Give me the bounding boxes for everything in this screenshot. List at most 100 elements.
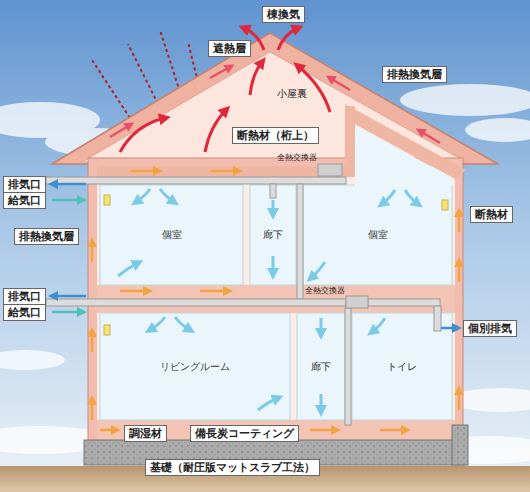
air-arrow: [405, 190, 418, 204]
part-label: 全熱交換器: [304, 286, 346, 296]
heat-exchanger: [346, 296, 368, 308]
duct: [270, 184, 276, 198]
duct: [345, 308, 351, 425]
wall-arrow: [91, 400, 94, 420]
roof-arrow: [210, 67, 230, 78]
room-box: 廊下: [297, 313, 345, 420]
callout-label: 断熱材: [470, 206, 513, 223]
callout-label: 断熱材（桁上）: [232, 127, 319, 144]
callout-label: 排熱換気層: [14, 228, 79, 245]
room-name: 個室: [162, 229, 182, 241]
heat-ray: [128, 44, 158, 104]
heat-ray: [188, 42, 198, 82]
wall-arrow: [91, 332, 94, 352]
callout-label: 備長炭コーティング: [190, 425, 299, 442]
air-arrow: [136, 189, 150, 202]
roof-arrow: [330, 78, 350, 90]
wall-air-arrows: [92, 171, 459, 430]
duct: [368, 299, 440, 306]
room-name: 個室: [368, 229, 388, 241]
air-arrow: [372, 318, 385, 332]
room-box: 個室: [303, 185, 452, 285]
callout-label: 棟換気: [262, 6, 305, 23]
air-arrow: [150, 317, 165, 330]
air-arrow: [272, 256, 275, 274]
room-fill: [100, 313, 290, 420]
supply-arrow: [52, 199, 82, 202]
wall-arrow: [120, 290, 148, 293]
air-arrow: [272, 200, 275, 214]
callout-label: 個別排気: [463, 320, 517, 337]
attic-air-arrows: [120, 28, 330, 152]
heat-ray: [92, 60, 130, 118]
air-arrow: [118, 263, 138, 276]
air-arrow: [320, 394, 323, 411]
room-box: トイレ: [352, 313, 452, 420]
foundation-footing: [452, 425, 468, 465]
ducts: [46, 164, 441, 425]
room-air-arrows: [118, 189, 418, 411]
room-name: トイレ: [387, 361, 417, 373]
callout-label: 給気口: [3, 192, 46, 209]
callout-label: 給気口: [3, 304, 46, 321]
exhaust-arrow: [441, 327, 457, 330]
exhaust-arrow: [53, 295, 86, 298]
room-box: リビングルーム: [100, 313, 290, 420]
callout-label: 遮熱層: [208, 40, 251, 57]
part-label: 全熱交換器: [276, 153, 318, 163]
wall-arrow: [458, 390, 461, 410]
heat-exchanger: [318, 164, 342, 176]
vents: [104, 195, 448, 335]
attic-arrow: [205, 110, 226, 152]
air-arrow: [382, 190, 395, 204]
part-label: 小屋裏: [276, 88, 308, 100]
air-arrow: [311, 262, 325, 278]
room-name: 廊下: [311, 361, 331, 373]
room-fill: [100, 185, 243, 285]
callout-label: 調湿材: [124, 425, 167, 442]
air-arrow: [258, 398, 278, 410]
room-fill: [250, 185, 296, 285]
outer-wall: [88, 158, 463, 458]
wall-arrow: [210, 170, 238, 173]
wall-arrow: [100, 429, 116, 432]
roof-arrow: [110, 125, 130, 137]
room-name: リビングルーム: [160, 361, 230, 373]
roof-arrow: [420, 131, 440, 143]
air-arrow: [320, 318, 323, 334]
callout-label: 排気口: [3, 176, 46, 193]
duct: [46, 299, 346, 306]
vent: [104, 325, 110, 335]
roof: [52, 33, 498, 164]
supply-arrow: [52, 311, 82, 314]
attic-arrow: [120, 118, 165, 152]
cloud: [0, 350, 65, 370]
ridge-arrow: [278, 28, 298, 50]
vent: [104, 195, 110, 205]
callout-label: 基礎（耐圧版マットスラブ工法）: [145, 459, 320, 476]
callout-label: 排気口: [3, 288, 46, 305]
cloud: [465, 118, 530, 142]
room-name: 廊下: [263, 229, 283, 241]
callout-label: 排熱換気層: [382, 66, 447, 83]
room-box: 個室: [100, 185, 243, 285]
wall-arrow: [380, 429, 406, 432]
room-fill: [355, 125, 452, 186]
wall-arrow: [310, 429, 336, 432]
duct: [46, 177, 346, 184]
room-box: 廊下: [250, 185, 296, 285]
vent: [442, 200, 448, 210]
room-fill: [297, 313, 345, 420]
duct: [434, 306, 441, 331]
wall-arrow: [458, 212, 461, 232]
cloud: [400, 84, 530, 116]
room-fill: [303, 185, 452, 285]
exhaust-arrow: [53, 183, 86, 186]
wall-arrow: [200, 290, 228, 293]
wall-arrow: [130, 170, 158, 173]
air-arrow: [160, 189, 174, 202]
heat-ray: [160, 30, 180, 92]
